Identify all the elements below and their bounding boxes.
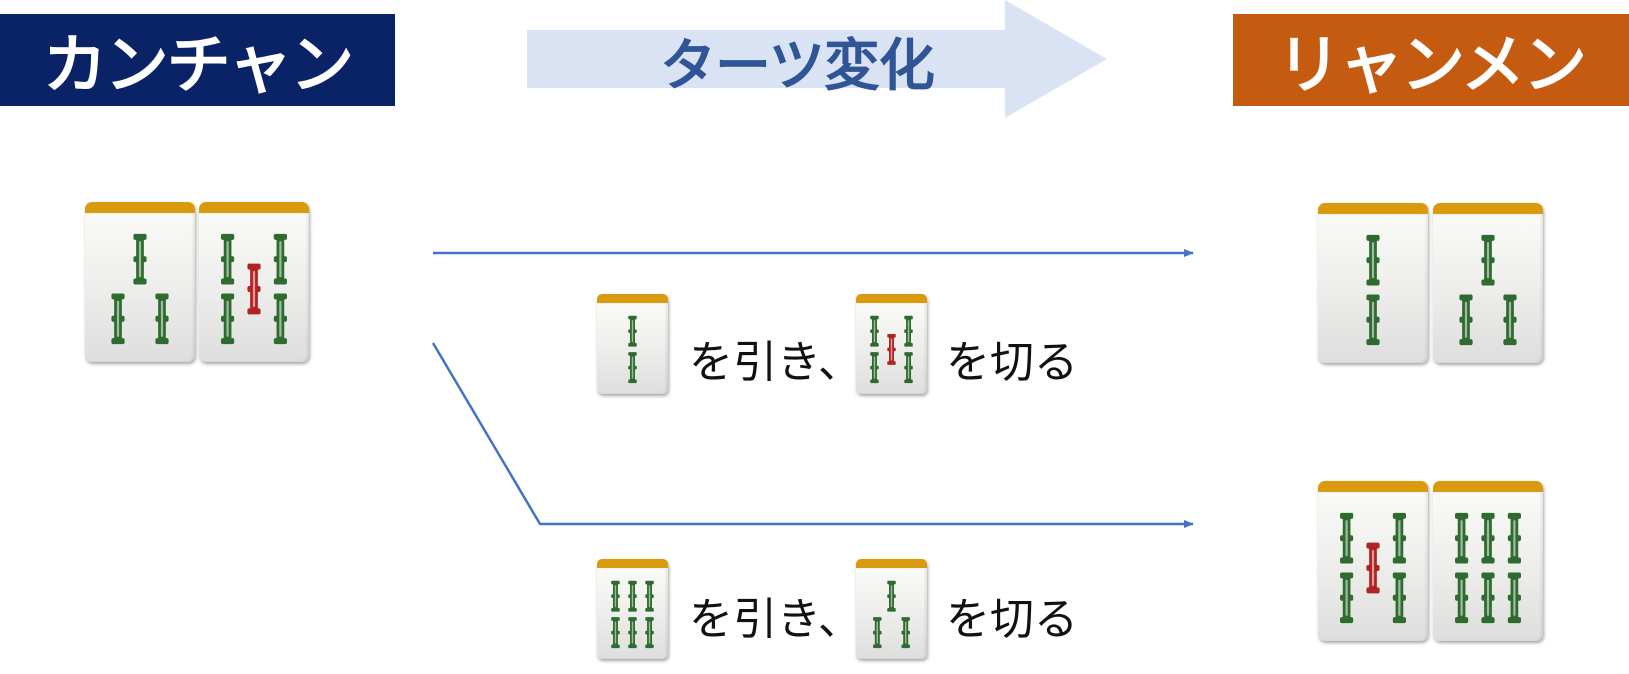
bamboo-stick	[628, 617, 637, 649]
bamboo-stick	[904, 315, 913, 347]
bamboo-face-icon	[221, 233, 287, 345]
discard-caption: を切る	[946, 594, 1078, 645]
bamboo-face-icon	[1340, 512, 1406, 624]
bamboo-stick	[1481, 512, 1495, 564]
kanchan-header-label: カンチャン	[42, 29, 354, 103]
bamboo-stick	[904, 352, 913, 384]
bamboo-face-icon	[111, 233, 169, 345]
change-arrow	[527, 0, 1107, 118]
change-label: ターツ変化	[660, 33, 935, 99]
bamboo-stick	[645, 617, 654, 649]
bamboo-stick	[870, 352, 879, 384]
bamboo-stick	[1366, 294, 1380, 346]
bamboo-3-tile	[85, 202, 195, 362]
bamboo-6-tile	[1433, 481, 1543, 641]
kanchan-header: カンチャン	[0, 14, 395, 106]
bamboo-stick	[221, 293, 235, 345]
bamboo-stick	[628, 580, 637, 612]
bamboo-stick	[1366, 542, 1380, 594]
bamboo-stick	[611, 580, 620, 612]
bamboo-stick	[628, 352, 637, 384]
bamboo-stick	[155, 293, 169, 345]
bamboo-stick	[1481, 572, 1495, 624]
bamboo-stick	[887, 333, 896, 365]
bamboo-stick	[1507, 572, 1521, 624]
bamboo-stick	[870, 315, 879, 347]
bamboo-5-tile	[199, 202, 309, 362]
bamboo-face-icon	[611, 580, 654, 649]
bamboo-stick	[1340, 572, 1354, 624]
bamboo-stick	[247, 263, 261, 315]
bamboo-stick	[133, 233, 147, 285]
bamboo-face-icon	[1366, 234, 1380, 346]
bamboo-2-tile	[1318, 203, 1428, 363]
bamboo-face-icon	[628, 315, 637, 384]
bamboo-stick	[1481, 234, 1495, 286]
bamboo-stick	[1503, 294, 1517, 346]
bamboo-stick	[1455, 572, 1469, 624]
bamboo-face-icon	[1455, 512, 1521, 624]
bamboo-stick	[611, 617, 620, 649]
bamboo-stick	[901, 617, 910, 649]
bamboo-stick	[273, 233, 287, 285]
ryanmen-header: リャンメン	[1233, 14, 1629, 106]
bamboo-6-tile	[597, 559, 668, 659]
bamboo-5-tile	[1318, 481, 1428, 641]
draw-caption: を引き、	[689, 337, 862, 388]
bamboo-3-tile	[856, 559, 927, 659]
bamboo-stick	[887, 580, 896, 612]
bamboo-stick	[1366, 234, 1380, 286]
bamboo-face-icon	[1459, 234, 1517, 346]
bamboo-stick	[873, 617, 882, 649]
bamboo-face-icon	[873, 580, 910, 649]
draw-caption: を引き、	[689, 594, 862, 645]
bamboo-stick	[1392, 512, 1406, 564]
bamboo-stick	[221, 233, 235, 285]
discard-caption: を切る	[946, 337, 1078, 388]
bamboo-stick	[1340, 512, 1354, 564]
bamboo-2-tile	[597, 294, 668, 394]
bamboo-stick	[645, 580, 654, 612]
bamboo-stick	[1507, 512, 1521, 564]
bamboo-stick	[273, 293, 287, 345]
ryanmen-header-label: リャンメン	[1276, 29, 1587, 103]
bamboo-3-tile	[1433, 203, 1543, 363]
bamboo-stick	[1392, 572, 1406, 624]
bamboo-5-tile	[856, 294, 927, 394]
bamboo-stick	[111, 293, 125, 345]
bamboo-stick	[1455, 512, 1469, 564]
lower-connector-line	[431, 342, 1194, 528]
bamboo-stick	[628, 315, 637, 347]
bamboo-face-icon	[870, 315, 913, 384]
bamboo-stick	[1459, 294, 1473, 346]
